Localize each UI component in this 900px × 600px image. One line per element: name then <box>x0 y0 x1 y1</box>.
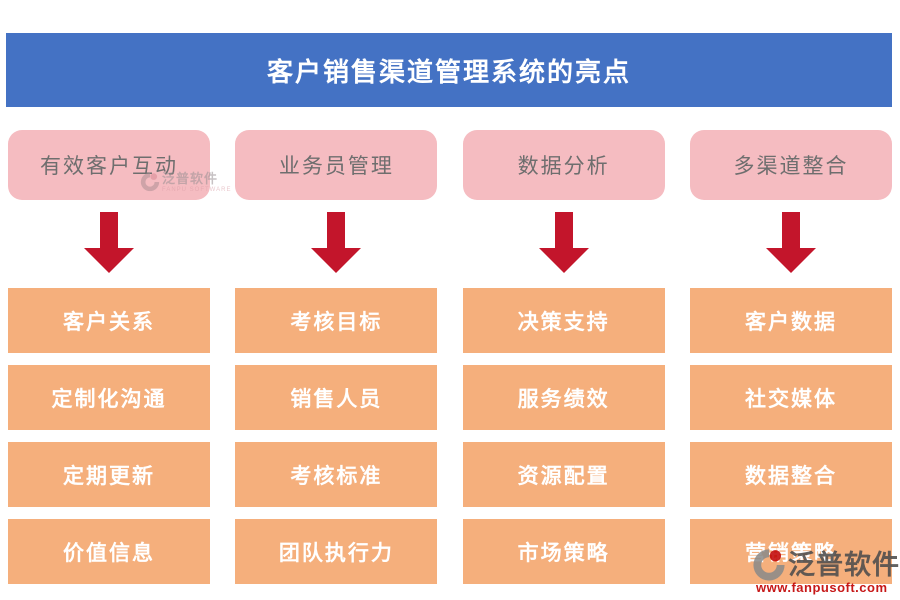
item-box: 客户数据 <box>689 288 892 353</box>
category-box: 数据分析 <box>462 130 665 200</box>
column-salesperson-management: 业务员管理 考核目标 销售人员 考核标准 团队执行力 <box>235 130 438 584</box>
item-box: 数据整合 <box>689 442 892 507</box>
column-effective-customer-interaction: 有效客户互动 客户关系 定制化沟通 定期更新 价值信息 <box>8 130 210 584</box>
item-box: 考核目标 <box>235 288 438 353</box>
item-box: 客户关系 <box>8 288 210 353</box>
item-box: 团队执行力 <box>235 519 438 584</box>
down-arrow-icon <box>538 212 589 273</box>
item-box: 价值信息 <box>8 519 210 584</box>
item-box: 定期更新 <box>8 442 210 507</box>
item-box: 销售人员 <box>235 365 438 430</box>
columns-container: 有效客户互动 客户关系 定制化沟通 定期更新 价值信息 业务员管理 考核目标 <box>8 130 892 584</box>
item-box: 市场策略 <box>462 519 665 584</box>
item-box: 社交媒体 <box>689 365 892 430</box>
category-box: 有效客户互动 <box>8 130 210 200</box>
category-box: 多渠道整合 <box>689 130 892 200</box>
page-title: 客户销售渠道管理系统的亮点 <box>266 57 631 87</box>
column-multichannel-integration: 多渠道整合 客户数据 社交媒体 数据整合 营销策略 <box>689 130 892 584</box>
item-box: 营销策略 <box>689 519 892 584</box>
down-arrow-icon <box>311 212 362 273</box>
item-box: 考核标准 <box>235 442 438 507</box>
item-box: 服务绩效 <box>462 365 665 430</box>
item-box: 定制化沟通 <box>8 365 210 430</box>
down-arrow-icon <box>765 212 816 273</box>
item-box: 决策支持 <box>462 288 665 353</box>
title-banner: 客户销售渠道管理系统的亮点 <box>6 33 892 107</box>
item-box: 资源配置 <box>462 442 665 507</box>
column-data-analysis: 数据分析 决策支持 服务绩效 资源配置 市场策略 <box>462 130 665 584</box>
down-arrow-icon <box>84 212 134 273</box>
category-box: 业务员管理 <box>235 130 438 200</box>
